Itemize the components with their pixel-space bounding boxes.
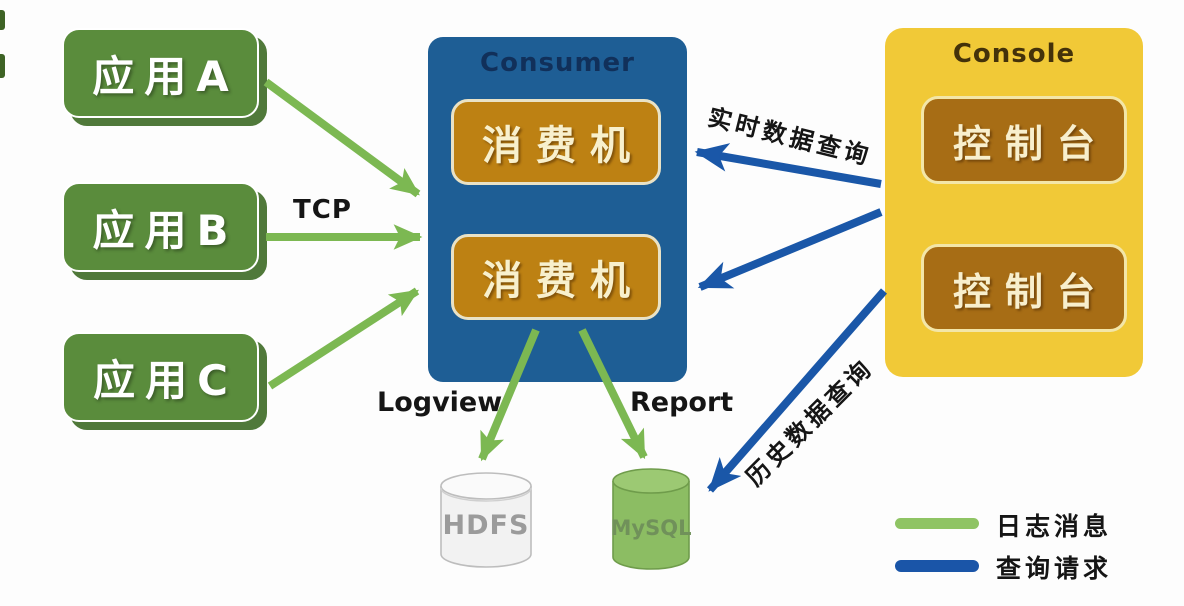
- hdfs-database-cylinder: HDFS: [438, 470, 534, 574]
- app-node-a: 应用A: [62, 28, 259, 118]
- edge-app-a-to-consumer: [263, 78, 421, 198]
- report-label: Report: [630, 387, 734, 418]
- tcp-label: TCP: [293, 195, 352, 225]
- mysql-label: MySQL: [611, 516, 692, 540]
- app-node-b-label: 应用B: [92, 205, 239, 255]
- mysql-database-cylinder: MySQL: [610, 467, 692, 577]
- consumer-machine-1-label: 消费机: [482, 123, 644, 169]
- consumer-machine-1: 消费机: [451, 99, 661, 185]
- consumer-title: Consumer: [480, 48, 635, 78]
- edge-console-realtime-query-2: [697, 208, 883, 291]
- app-node-c-label: 应用C: [93, 355, 238, 405]
- legend-swatch-query-request: [895, 560, 979, 572]
- consumer-machine-2: 消费机: [451, 234, 661, 320]
- hdfs-label: HDFS: [443, 510, 530, 541]
- console-panel-2: 控制台: [921, 244, 1127, 332]
- consumer-machine-2-label: 消费机: [482, 258, 644, 304]
- app-node-a-label: 应用A: [92, 51, 239, 101]
- cropped-shape-artifact: [0, 10, 5, 30]
- console-panel-2-label: 控制台: [952, 269, 1109, 314]
- edge-app-c-to-consumer: [267, 287, 420, 390]
- legend-label-query-request: 查询请求: [996, 554, 1113, 583]
- consumer-container: Consumer 消费机 消费机: [428, 37, 687, 382]
- console-title: Console: [952, 39, 1076, 69]
- console-container: Console 控制台 控制台: [885, 28, 1143, 377]
- hdfs-cylinder-body: [440, 486, 532, 568]
- mysql-cylinder-top: [612, 468, 690, 494]
- app-node-c: 应用C: [62, 332, 259, 422]
- realtime-query-label: 实时数据查询: [705, 102, 876, 171]
- hdfs-cylinder-top: [440, 472, 532, 500]
- console-panel-1-label: 控制台: [952, 121, 1109, 166]
- app-node-b: 应用B: [62, 182, 259, 272]
- legend-swatch-log-message: [895, 518, 979, 529]
- console-panel-1: 控制台: [921, 96, 1127, 184]
- logview-label: Logview: [377, 387, 503, 418]
- legend-label-log-message: 日志消息: [996, 512, 1113, 541]
- cropped-shape-artifact: [0, 54, 5, 78]
- mysql-cylinder-body: [612, 481, 690, 570]
- history-query-label: 历史数据查询: [739, 352, 880, 492]
